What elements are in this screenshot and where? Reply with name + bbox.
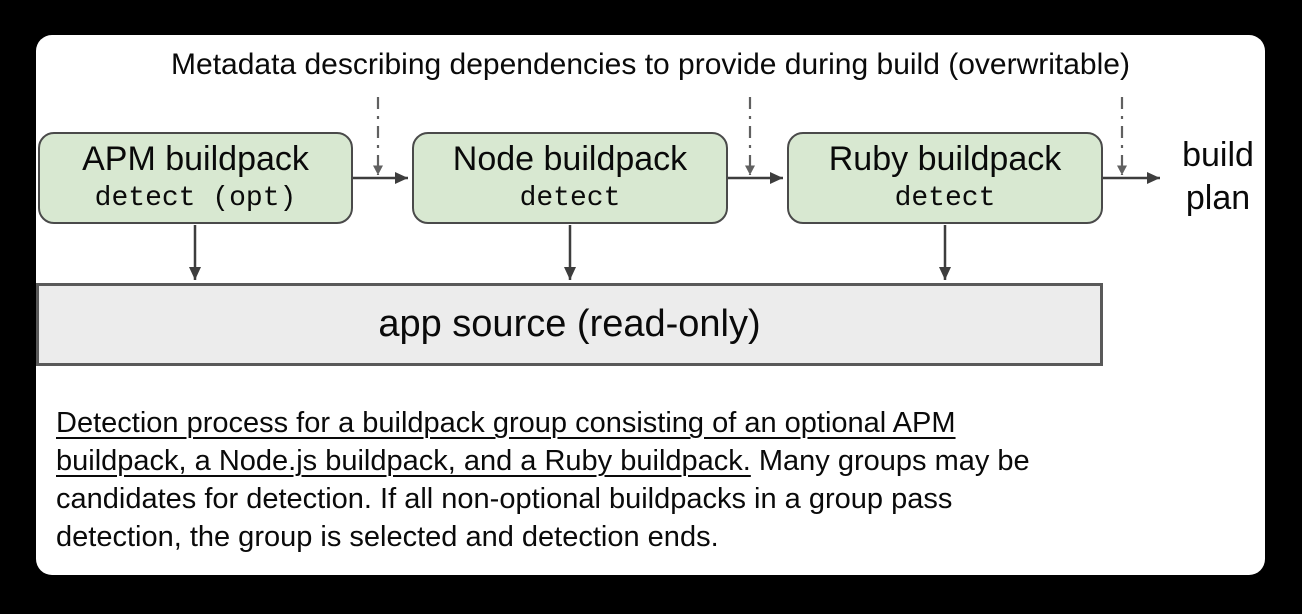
caption-line: Detection process for a buildpack group … — [56, 407, 956, 439]
metadata-heading: Metadata describing dependencies to prov… — [171, 48, 1130, 81]
buildpack-ruby-title: Ruby buildpack — [828, 140, 1062, 178]
caption-line: candidates for detection. If all non-opt… — [56, 483, 953, 515]
build-plan-line1: build — [1182, 136, 1254, 174]
caption-line: buildpack, a Node.js buildpack, and a Ru… — [56, 445, 1030, 477]
diagram-panel: Metadata describing dependencies to prov… — [36, 35, 1265, 575]
buildpack-ruby-detect-label: detect — [894, 183, 996, 214]
buildpack-box-ruby: Ruby buildpack detect — [787, 132, 1103, 224]
app-source-bar: app source (read-only) — [36, 283, 1103, 366]
buildpack-box-apm: APM buildpack detect (opt) — [38, 132, 353, 224]
buildpack-node-title: Node buildpack — [452, 140, 688, 178]
app-source-label: app source (read-only) — [378, 303, 761, 345]
build-plan-line2: plan — [1185, 179, 1251, 217]
buildpack-apm-title: APM buildpack — [82, 140, 309, 178]
caption-line: detection, the group is selected and det… — [56, 521, 719, 553]
arrows-layer — [189, 97, 1160, 280]
buildpack-box-node: Node buildpack detect — [412, 132, 728, 224]
buildpack-apm-detect-label: detect (opt) — [94, 183, 297, 214]
build-plan-label: build plan — [1162, 134, 1274, 220]
buildpack-node-detect-label: detect — [519, 183, 621, 214]
figure-caption: Detection process for a buildpack group … — [56, 404, 1236, 556]
